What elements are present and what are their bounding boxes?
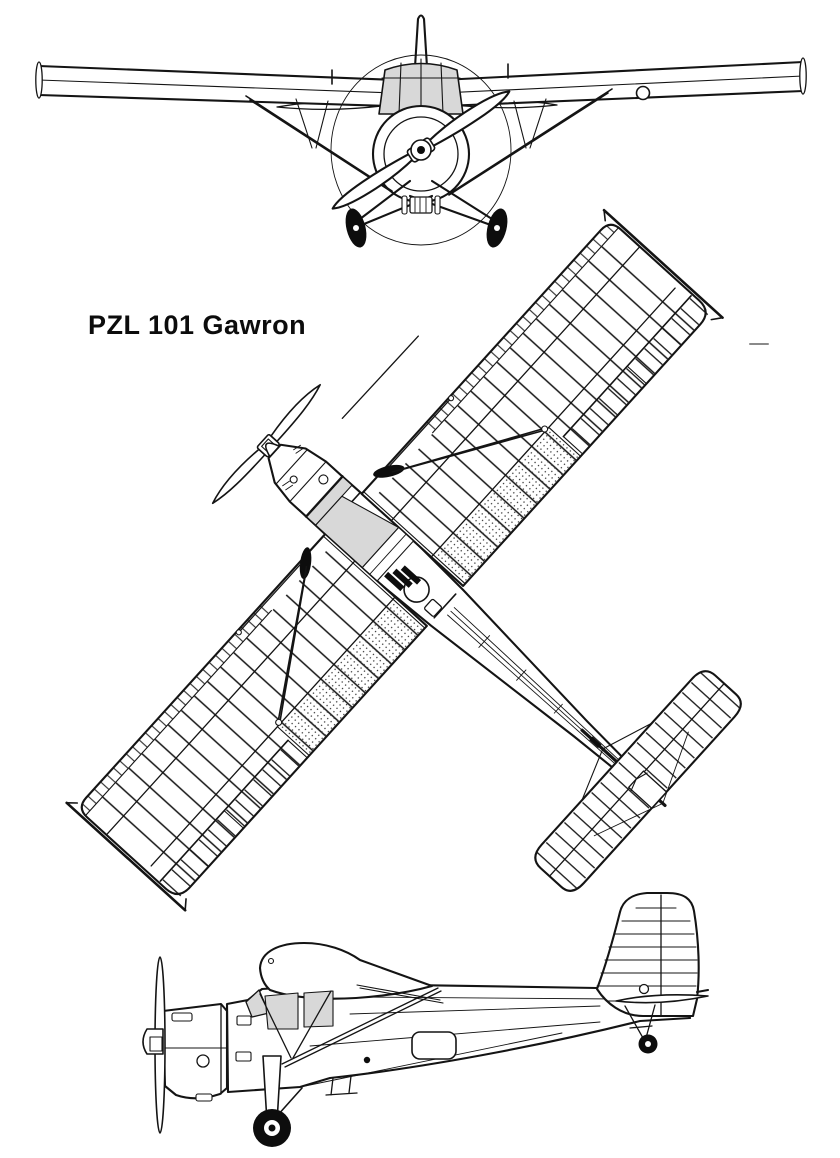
tailwheel xyxy=(624,1004,658,1054)
cowl-grille xyxy=(401,195,441,215)
propeller-plan xyxy=(211,383,321,505)
fin-ribs xyxy=(596,907,698,987)
cargo-door xyxy=(411,1031,457,1060)
wingtip-plate-left xyxy=(35,61,43,99)
landing-gear-side xyxy=(253,1055,358,1147)
fin-inspection-hole xyxy=(638,983,650,995)
engine-cowl-plan xyxy=(267,443,344,518)
rear-fuselage-stringers xyxy=(447,607,634,777)
propeller-side xyxy=(142,956,166,1134)
tiedown-ring xyxy=(635,85,651,101)
wing-fittings xyxy=(331,63,509,85)
canopy-plan xyxy=(304,475,415,582)
spinner-hub xyxy=(417,146,425,154)
side-view xyxy=(142,891,710,1147)
top-view xyxy=(65,208,744,912)
wing-left-plan xyxy=(65,525,438,912)
canopy-side xyxy=(245,989,334,1059)
wheels-front xyxy=(345,208,508,248)
front-view xyxy=(35,14,807,248)
elevator-horn xyxy=(695,988,710,994)
walkway-bars xyxy=(384,565,422,592)
tailplane-side xyxy=(615,993,709,1004)
engine-side xyxy=(161,1002,252,1102)
tail-plan xyxy=(532,668,744,894)
fuselage-stringers-side xyxy=(304,996,619,1087)
fin-side xyxy=(595,891,710,1018)
lift-strut-side xyxy=(281,987,442,1068)
pitot-line xyxy=(341,335,419,420)
page-title: PZL 101 Gawron xyxy=(88,310,307,340)
propeller-disc xyxy=(330,54,512,246)
canopy-front-frames xyxy=(381,58,461,115)
wing-side xyxy=(258,941,444,1004)
wingtip-plate-right xyxy=(799,57,807,95)
fuselage-hatch-small xyxy=(424,598,443,617)
fuselage-dot xyxy=(363,1056,371,1064)
